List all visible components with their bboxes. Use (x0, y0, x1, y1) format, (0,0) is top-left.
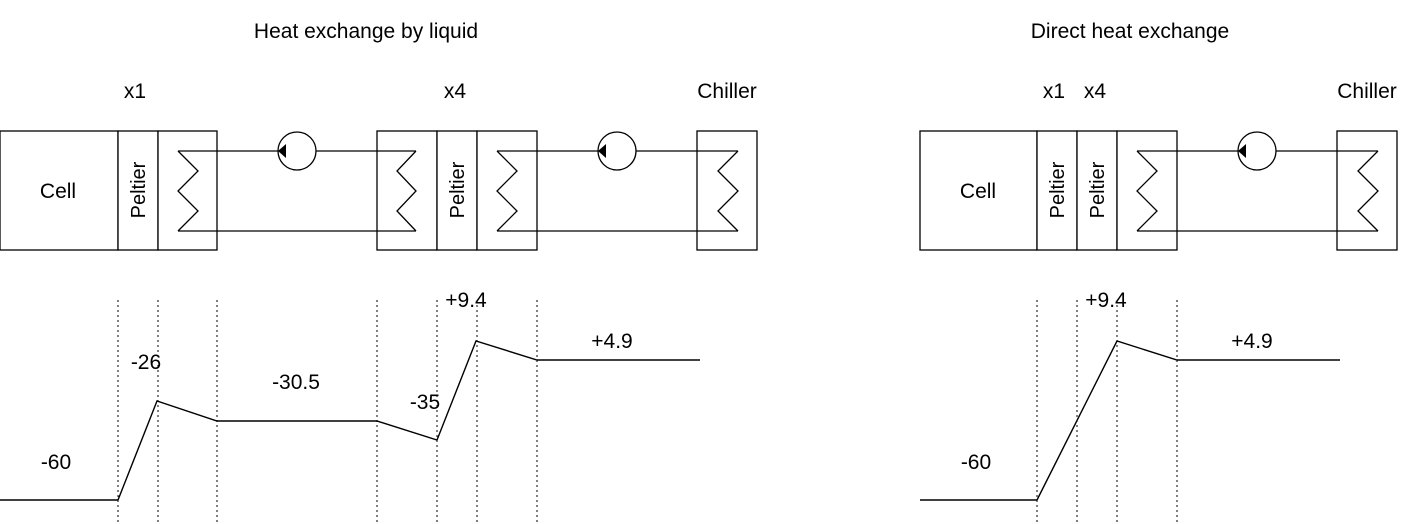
temperature-label-cell: -60 (41, 451, 71, 474)
heat-exchanger-box (476, 130, 538, 251)
peltier-box (436, 130, 478, 251)
coolant-loop (1137, 150, 1378, 232)
chiller-box (1336, 130, 1398, 251)
direct-panel: Direct heat exchange x1 x4 Chiller Cell … (919, 20, 1398, 524)
pump-icon (1237, 131, 1277, 171)
coolant-loop-1 (178, 150, 416, 232)
temperature-label-cell: -60 (961, 451, 991, 474)
peltier-label: Peltier (128, 161, 150, 218)
pump-icon (277, 131, 317, 171)
temperature-label-peltier-hot: -26 (131, 351, 161, 374)
heat-exchange-coil-icon (1136, 150, 1158, 232)
heat-exchange-coil-icon (496, 150, 518, 232)
temperature-label-loop: -30.5 (272, 371, 320, 394)
heat-exchange-coil-icon (1357, 150, 1379, 232)
liquid-chiller-label: Chiller (697, 80, 757, 103)
liquid-multiplier-x1: x1 (124, 80, 146, 103)
heat-exchange-coil-icon (177, 150, 199, 232)
heat-exchanger-box (376, 130, 438, 251)
temperature-profile (920, 340, 1340, 501)
liquid-panel: Heat exchange by liquid x1 x4 Chiller Ce… (0, 20, 758, 524)
peltier-box (117, 130, 159, 251)
peltier-label: Peltier (1047, 161, 1069, 218)
heat-exchanger-box (1116, 130, 1178, 251)
temperature-label-chiller: +4.9 (1231, 330, 1272, 353)
direct-multiplier-x1: x1 (1043, 80, 1065, 103)
heat-exchange-coil-icon (396, 150, 417, 232)
direct-chiller-label: Chiller (1337, 80, 1397, 103)
coolant-loop-2 (497, 150, 738, 232)
temperature-label-chiller: +4.9 (591, 330, 632, 353)
temperature-label-peltier-hot: +9.4 (1085, 289, 1127, 312)
temperature-label-peltier2-cold: -35 (410, 391, 440, 414)
heat-exchanger-box (157, 130, 218, 251)
cell-label: Cell (960, 180, 996, 203)
temperature-label-peltier2-hot: +9.4 (445, 289, 487, 312)
cell-label: Cell (40, 180, 76, 203)
heat-exchange-coil-icon (717, 150, 739, 232)
peltier-label: Peltier (447, 161, 469, 218)
liquid-multiplier-x4: x4 (444, 80, 467, 103)
liquid-panel-title: Heat exchange by liquid (254, 20, 478, 43)
temperature-profile (0, 340, 700, 501)
chiller-box (696, 130, 758, 251)
peltier-label: Peltier (1087, 161, 1109, 218)
pump-icon (597, 131, 637, 171)
cell-box (0, 130, 119, 251)
direct-panel-title: Direct heat exchange (1031, 20, 1229, 43)
peltier-box (1036, 130, 1078, 251)
direct-multiplier-x4: x4 (1084, 80, 1107, 103)
